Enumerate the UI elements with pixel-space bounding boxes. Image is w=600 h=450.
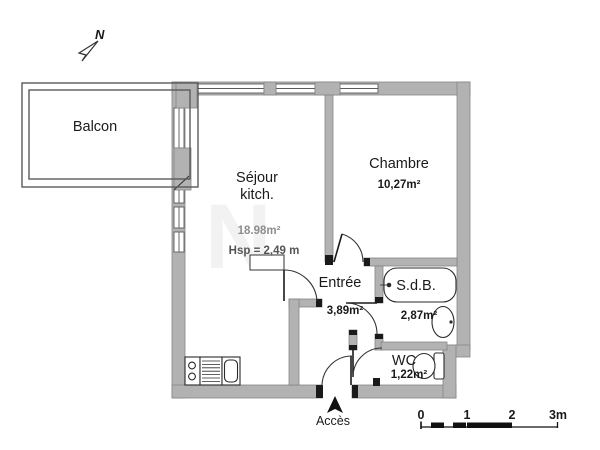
compass-needle-icon (77, 40, 99, 62)
compass-label: N (95, 27, 105, 42)
area-label-entree: 3,89m² (327, 305, 364, 317)
wc-door-arc (352, 347, 383, 378)
door-frames (316, 255, 383, 398)
scale-bar: 0 1 2 3m (418, 408, 567, 429)
room-label-chambre: Chambre (369, 156, 429, 172)
room-label-entree: Entrée (319, 275, 362, 291)
room-label-balcon: Balcon (73, 119, 117, 135)
pier-top-2 (314, 81, 341, 96)
pier-balcony-junction (175, 81, 198, 109)
room-label-wc: WC (392, 353, 416, 369)
watermark: N (205, 186, 271, 288)
access-label: Accès (316, 414, 350, 428)
kitchen-sink-bowl (223, 359, 239, 383)
wall-piers (173, 81, 341, 191)
north-arrow: N (77, 27, 105, 62)
wall-wc-north (380, 341, 448, 351)
wall-right (456, 81, 471, 351)
washbasin-faucet (449, 320, 453, 324)
doors (173, 175, 383, 387)
hob-burner-2 (188, 372, 196, 381)
frame-sejour-door (316, 299, 322, 307)
toilet-bowl (412, 352, 436, 380)
frame-chambre-door (364, 258, 370, 266)
area-label-sejour: 18.98m² (238, 225, 281, 237)
pier-top-1 (263, 81, 277, 96)
frame-entrance-left (316, 385, 323, 398)
room-label-sejour-1: Séjour (236, 170, 278, 186)
wall-sejour-east (288, 298, 300, 386)
railing-outer (21, 82, 199, 188)
pier-left (173, 147, 192, 191)
frame-entrance-right (352, 385, 358, 398)
kitchen-hob (184, 356, 201, 386)
frame-wc-stub-bottom (349, 345, 357, 350)
washbasin (431, 305, 455, 339)
frame-wc-door-low (373, 378, 380, 386)
sdb-door-arc (345, 302, 378, 335)
wall-chambre-south (363, 257, 458, 267)
railing-inner (28, 89, 191, 180)
area-label-wc: 1,22m² (391, 369, 428, 381)
area-label-sdb: 2,87m² (401, 310, 438, 322)
bathtub (380, 267, 457, 303)
partitions (288, 94, 458, 386)
wall-sejour-chambre (324, 94, 334, 263)
scale-dash-1 (431, 422, 444, 428)
entrance-door-arc (321, 355, 353, 387)
low-wall-sejour-entree (249, 254, 285, 271)
bathtub-faucet (386, 282, 392, 288)
scale-tick-3: 3m (549, 408, 567, 422)
scale-tick-0: 0 (418, 408, 425, 422)
wall-wc-east (442, 344, 457, 399)
chambre-door-leaf (333, 233, 343, 263)
frame-divider-end (325, 255, 333, 265)
frame-sdb-door-bottom (375, 334, 383, 339)
room-label-sdb: S.d.B. (396, 278, 436, 294)
room-label-sejour-2: kitch. (240, 187, 274, 203)
access-marker: Accès (316, 396, 350, 428)
scale-tick-2: 2 (509, 408, 516, 422)
scale-tick-1: 1 (464, 408, 471, 422)
wall-bottom-right (351, 384, 457, 399)
scale-dash-2 (453, 422, 466, 428)
toilet (412, 352, 445, 380)
sejour-door-arc (283, 269, 318, 302)
balcony-railing (21, 82, 199, 188)
frame-sdb-door-top (375, 297, 383, 303)
drainer-grooves (202, 360, 220, 382)
frame-wc-stub-top (349, 330, 357, 335)
chambre-door-arc (341, 233, 364, 263)
wall-bottom-left (171, 384, 323, 399)
scale-block-1-2 (467, 422, 512, 428)
area-label-chambre: 10,27m² (378, 179, 421, 191)
washbasin-bowl (431, 305, 455, 339)
hob-burner-1 (188, 361, 196, 370)
kitchen-unit (184, 356, 241, 386)
access-arrow-icon (327, 396, 343, 413)
ceiling-height-label: Hsp = 2,49 m (229, 245, 300, 257)
